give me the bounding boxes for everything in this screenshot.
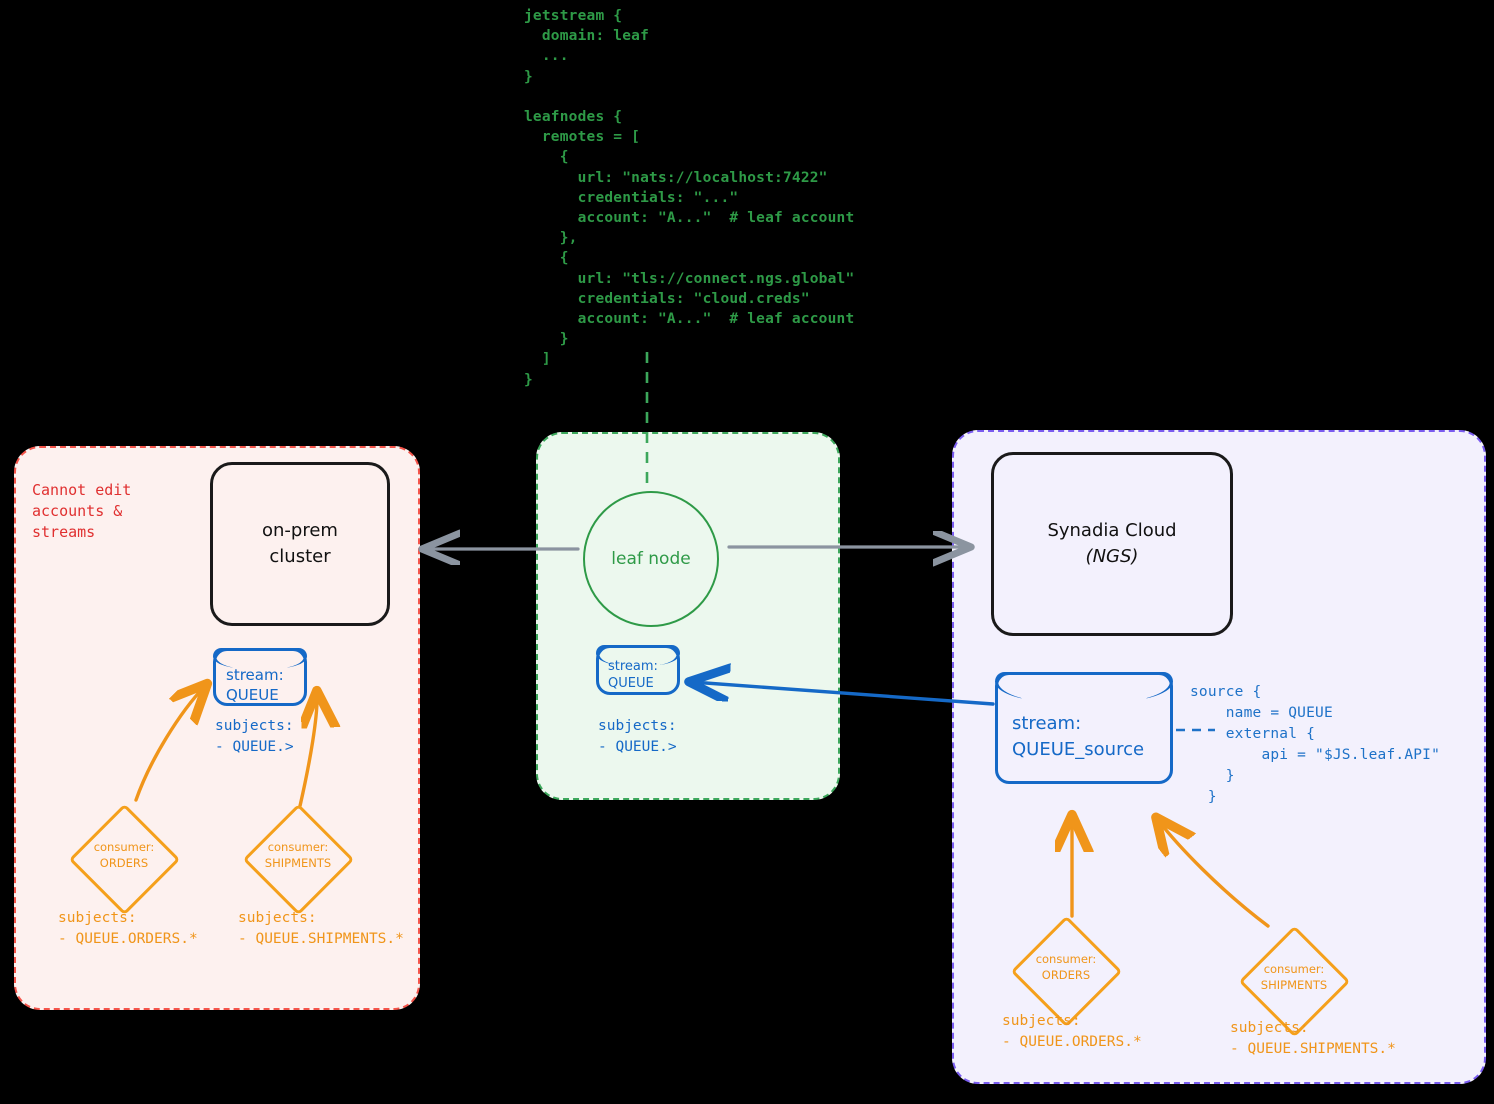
consumer-orders-onprem-label: consumer: ORDERS: [93, 840, 155, 870]
synadia-cloud-box: Synadia Cloud (NGS): [991, 452, 1233, 636]
consumer-orders-cloud: consumer: ORDERS: [1010, 915, 1122, 1027]
consumer-shipments-onprem-subjects: subjects: - QUEUE.SHIPMENTS.*: [238, 910, 404, 947]
stream-queue-leaf: stream: QUEUE: [596, 645, 680, 695]
stream-queue-onprem: stream: QUEUE: [213, 648, 307, 706]
consumer-orders-cloud-label: consumer: ORDERS: [1035, 952, 1097, 982]
cylinder-cap: [596, 645, 680, 665]
on-prem-cluster-label: on-prem cluster: [262, 520, 338, 567]
cylinder-cap: [213, 648, 307, 668]
leaf-node-label: leaf node: [611, 549, 691, 569]
consumer-orders-cloud-subjects: subjects: - QUEUE.ORDERS.*: [1002, 1013, 1142, 1050]
stream-queue-onprem-label: stream: QUEUE: [226, 666, 284, 704]
synadia-cloud-label: Synadia Cloud (NGS): [1047, 518, 1176, 570]
stream-queue-leaf-label: stream: QUEUE: [608, 659, 658, 691]
source-config-block: source { name = QUEUE external { api = "…: [1190, 684, 1441, 805]
on-prem-cluster-box: on-prem cluster: [210, 462, 390, 626]
consumer-shipments-onprem: consumer: SHIPMENTS: [242, 803, 354, 915]
cannot-edit-note: Cannot edit accounts & streams: [32, 481, 132, 541]
consumer-orders-onprem-subjects: subjects: - QUEUE.ORDERS.*: [58, 910, 198, 947]
cylinder-cap: [995, 672, 1173, 702]
leaf-node-circle: leaf node: [583, 491, 719, 627]
panel-on-prem: [14, 446, 420, 1010]
consumer-shipments-cloud-label: consumer: SHIPMENTS: [1260, 962, 1328, 992]
stream-queue-leaf-subjects: subjects: - QUEUE.>: [598, 718, 677, 755]
panel-synadia-cloud: [952, 430, 1486, 1084]
stream-queue-source-label: stream: QUEUE_source: [1012, 713, 1145, 760]
consumer-shipments-cloud: consumer: SHIPMENTS: [1238, 925, 1350, 1037]
consumer-orders-onprem: consumer: ORDERS: [68, 803, 180, 915]
stream-queue-source-cloud: stream: QUEUE_source: [995, 672, 1173, 784]
consumer-shipments-onprem-label: consumer: SHIPMENTS: [264, 840, 332, 870]
consumer-shipments-cloud-subjects: subjects: - QUEUE.SHIPMENTS.*: [1230, 1020, 1396, 1057]
stream-queue-onprem-subjects: subjects: - QUEUE.>: [215, 718, 294, 755]
leafnode-config-block: jetstream { domain: leaf ... } leafnodes…: [524, 8, 855, 388]
synadia-cloud-line1: Synadia Cloud: [1047, 520, 1177, 541]
synadia-cloud-line2: (NGS): [1085, 546, 1139, 567]
